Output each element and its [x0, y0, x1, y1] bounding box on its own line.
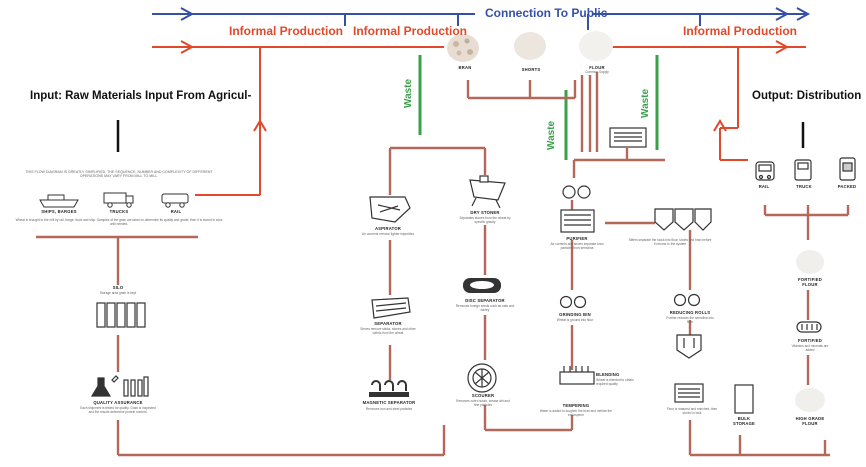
waste-lines [418, 55, 659, 160]
blue-arrow-right [775, 7, 790, 21]
aspirator-label: ASPIRATOR [374, 226, 402, 231]
red-arrow-up-input [253, 119, 267, 132]
rail-car-icon [161, 193, 189, 208]
informal-production-label-1: Informal Production [229, 24, 343, 38]
high-grade-flour-label: HIGH GRADE FLOUR [795, 416, 825, 426]
separator-description: Sieves remove sticks, stones and other d… [360, 327, 416, 335]
red-arrow-right [775, 40, 790, 54]
aspirator-icon [369, 196, 411, 223]
red-arrow-left [180, 40, 195, 54]
quality-assurance-label: QUALITY ASSURANCE [93, 400, 143, 405]
bran-pile-icon [447, 34, 479, 62]
reducing-rolls-icon [673, 293, 701, 307]
rail-input-label: RAIL [170, 209, 182, 214]
break-rolls-icon [562, 185, 591, 199]
dry-stoner-label: DRY STONER [470, 210, 500, 215]
reducing-rolls-label: REDUCING ROLLS [669, 310, 711, 315]
input-description: THIS FLOW DIAGRAM IS GREATLY SIMPLIFIED.… [25, 170, 213, 178]
purifier-icon [560, 209, 595, 233]
truck-output-icon [794, 159, 812, 181]
grinding-bin-description: Wheat is ground into flour [556, 318, 594, 322]
rail-output-label: RAIL [758, 184, 770, 189]
flour-pile-icon [579, 31, 613, 61]
flour-label: FLOUR [589, 65, 605, 70]
dry-stoner-icon [469, 175, 506, 209]
magnetic-separator-label: MAGNETIC SEPARATOR [362, 400, 416, 405]
fortified-flour-label: FORTIFIED FLOUR [798, 277, 822, 287]
waste-label-3: Waste [640, 88, 651, 118]
disc-separator-icon [463, 278, 501, 293]
quality-assurance-icon [90, 375, 149, 397]
fortified-description: Vitamins and minerals are added [791, 344, 829, 352]
trucks-label: TRUCKS [109, 209, 129, 214]
grinding-bin-icon [559, 295, 587, 309]
ship-icon [39, 194, 79, 208]
flour-bins-icon [654, 208, 712, 231]
waste-label-2: Waste [546, 120, 557, 150]
high-grade-flour-pile-icon [795, 388, 825, 412]
truck-icon [103, 192, 134, 208]
red-arrow-up-output [713, 119, 727, 132]
tempering-description: Water is added to toughen the bran and m… [539, 409, 613, 417]
sifter-icon [609, 127, 647, 148]
silo-description: Storage area grain is kept [99, 291, 137, 295]
reducing-bins-icon [674, 334, 704, 403]
packed-output-label: PACKED [837, 184, 857, 189]
blending-label: BLENDING [596, 372, 620, 377]
dry-stoner-description: Separates stones from the wheat by speci… [459, 216, 511, 224]
informal-production-lines [152, 46, 806, 196]
scourer-description: Removes outer husks, crease dirt and fin… [456, 399, 510, 407]
separator-icon [371, 297, 411, 319]
blue-arrow-left [180, 7, 195, 21]
tempering-label: TEMPERING [562, 403, 590, 408]
transport-description: Wheat is brought to the mill by rail, ba… [15, 218, 223, 226]
informal-production-label-3: Informal Production [683, 24, 797, 38]
magnetic-separator-description: Removes iron and steel particles [365, 407, 413, 411]
informal-production-label-2: Informal Production [353, 24, 467, 38]
rail-output-icon [755, 161, 775, 181]
aspirator-description: Air currents remove lighter impurities [362, 232, 414, 236]
ships-barges-label: SHIPS, BARGES [41, 209, 77, 214]
packed-output-icon [839, 157, 856, 181]
scourer-label: SCOURER [471, 393, 495, 398]
separator-label: SEPARATOR [374, 321, 402, 326]
process-lines [36, 72, 850, 457]
shorts-label: SHORTS [521, 67, 541, 72]
truck-output-label: TRUCK [796, 184, 812, 189]
fortified-capsule-icon [796, 321, 822, 333]
reducing-rolls-description: Further reduces the semolina into flour [666, 316, 714, 324]
connection-to-public-label: Connection To Public [485, 6, 608, 20]
purifier-description: Air currents and sieves separate bran pa… [550, 242, 604, 250]
fortified-flour-pile-icon [796, 250, 824, 274]
bulk-storage-label: BULK STORAGE [732, 416, 756, 426]
bran-label: BRAN [458, 65, 472, 70]
blending-description: Wheat is blended to obtain required qual… [596, 378, 634, 386]
bleach-description: Flour is matured and enriched, then stor… [666, 407, 718, 415]
silo-label: SILO [112, 285, 124, 290]
flour-sublabel: Common Supply [585, 70, 609, 74]
bulk-storage-icon [734, 384, 754, 414]
magnetic-separator-icon [369, 380, 409, 397]
blue-arrow-end [796, 7, 811, 21]
fortified-label: FORTIFIED [798, 338, 822, 343]
shorts-pile-icon [514, 32, 546, 60]
purifier-label: PURIFIER [566, 236, 588, 241]
disc-separator-description: Removes foreign seeds such as oats and b… [455, 304, 515, 312]
disc-separator-label: DISC SEPARATOR [465, 298, 505, 303]
scourer-icon [467, 363, 497, 393]
sifter-description: Sifters separate the stock into flour, s… [628, 238, 712, 246]
quality-assurance-description: Each shipment is tested for quality. Gra… [80, 406, 156, 414]
input-title: Input: Raw Materials Input From Agricul- [30, 90, 252, 102]
connection-to-public-lines [152, 13, 806, 30]
grinding-bin-label: GRINDING BIN [559, 312, 591, 317]
tempering-icon [559, 366, 595, 385]
waste-label-1: Waste [403, 78, 414, 108]
silo-icon [96, 302, 146, 328]
output-title: Output: Distribution [752, 90, 862, 102]
